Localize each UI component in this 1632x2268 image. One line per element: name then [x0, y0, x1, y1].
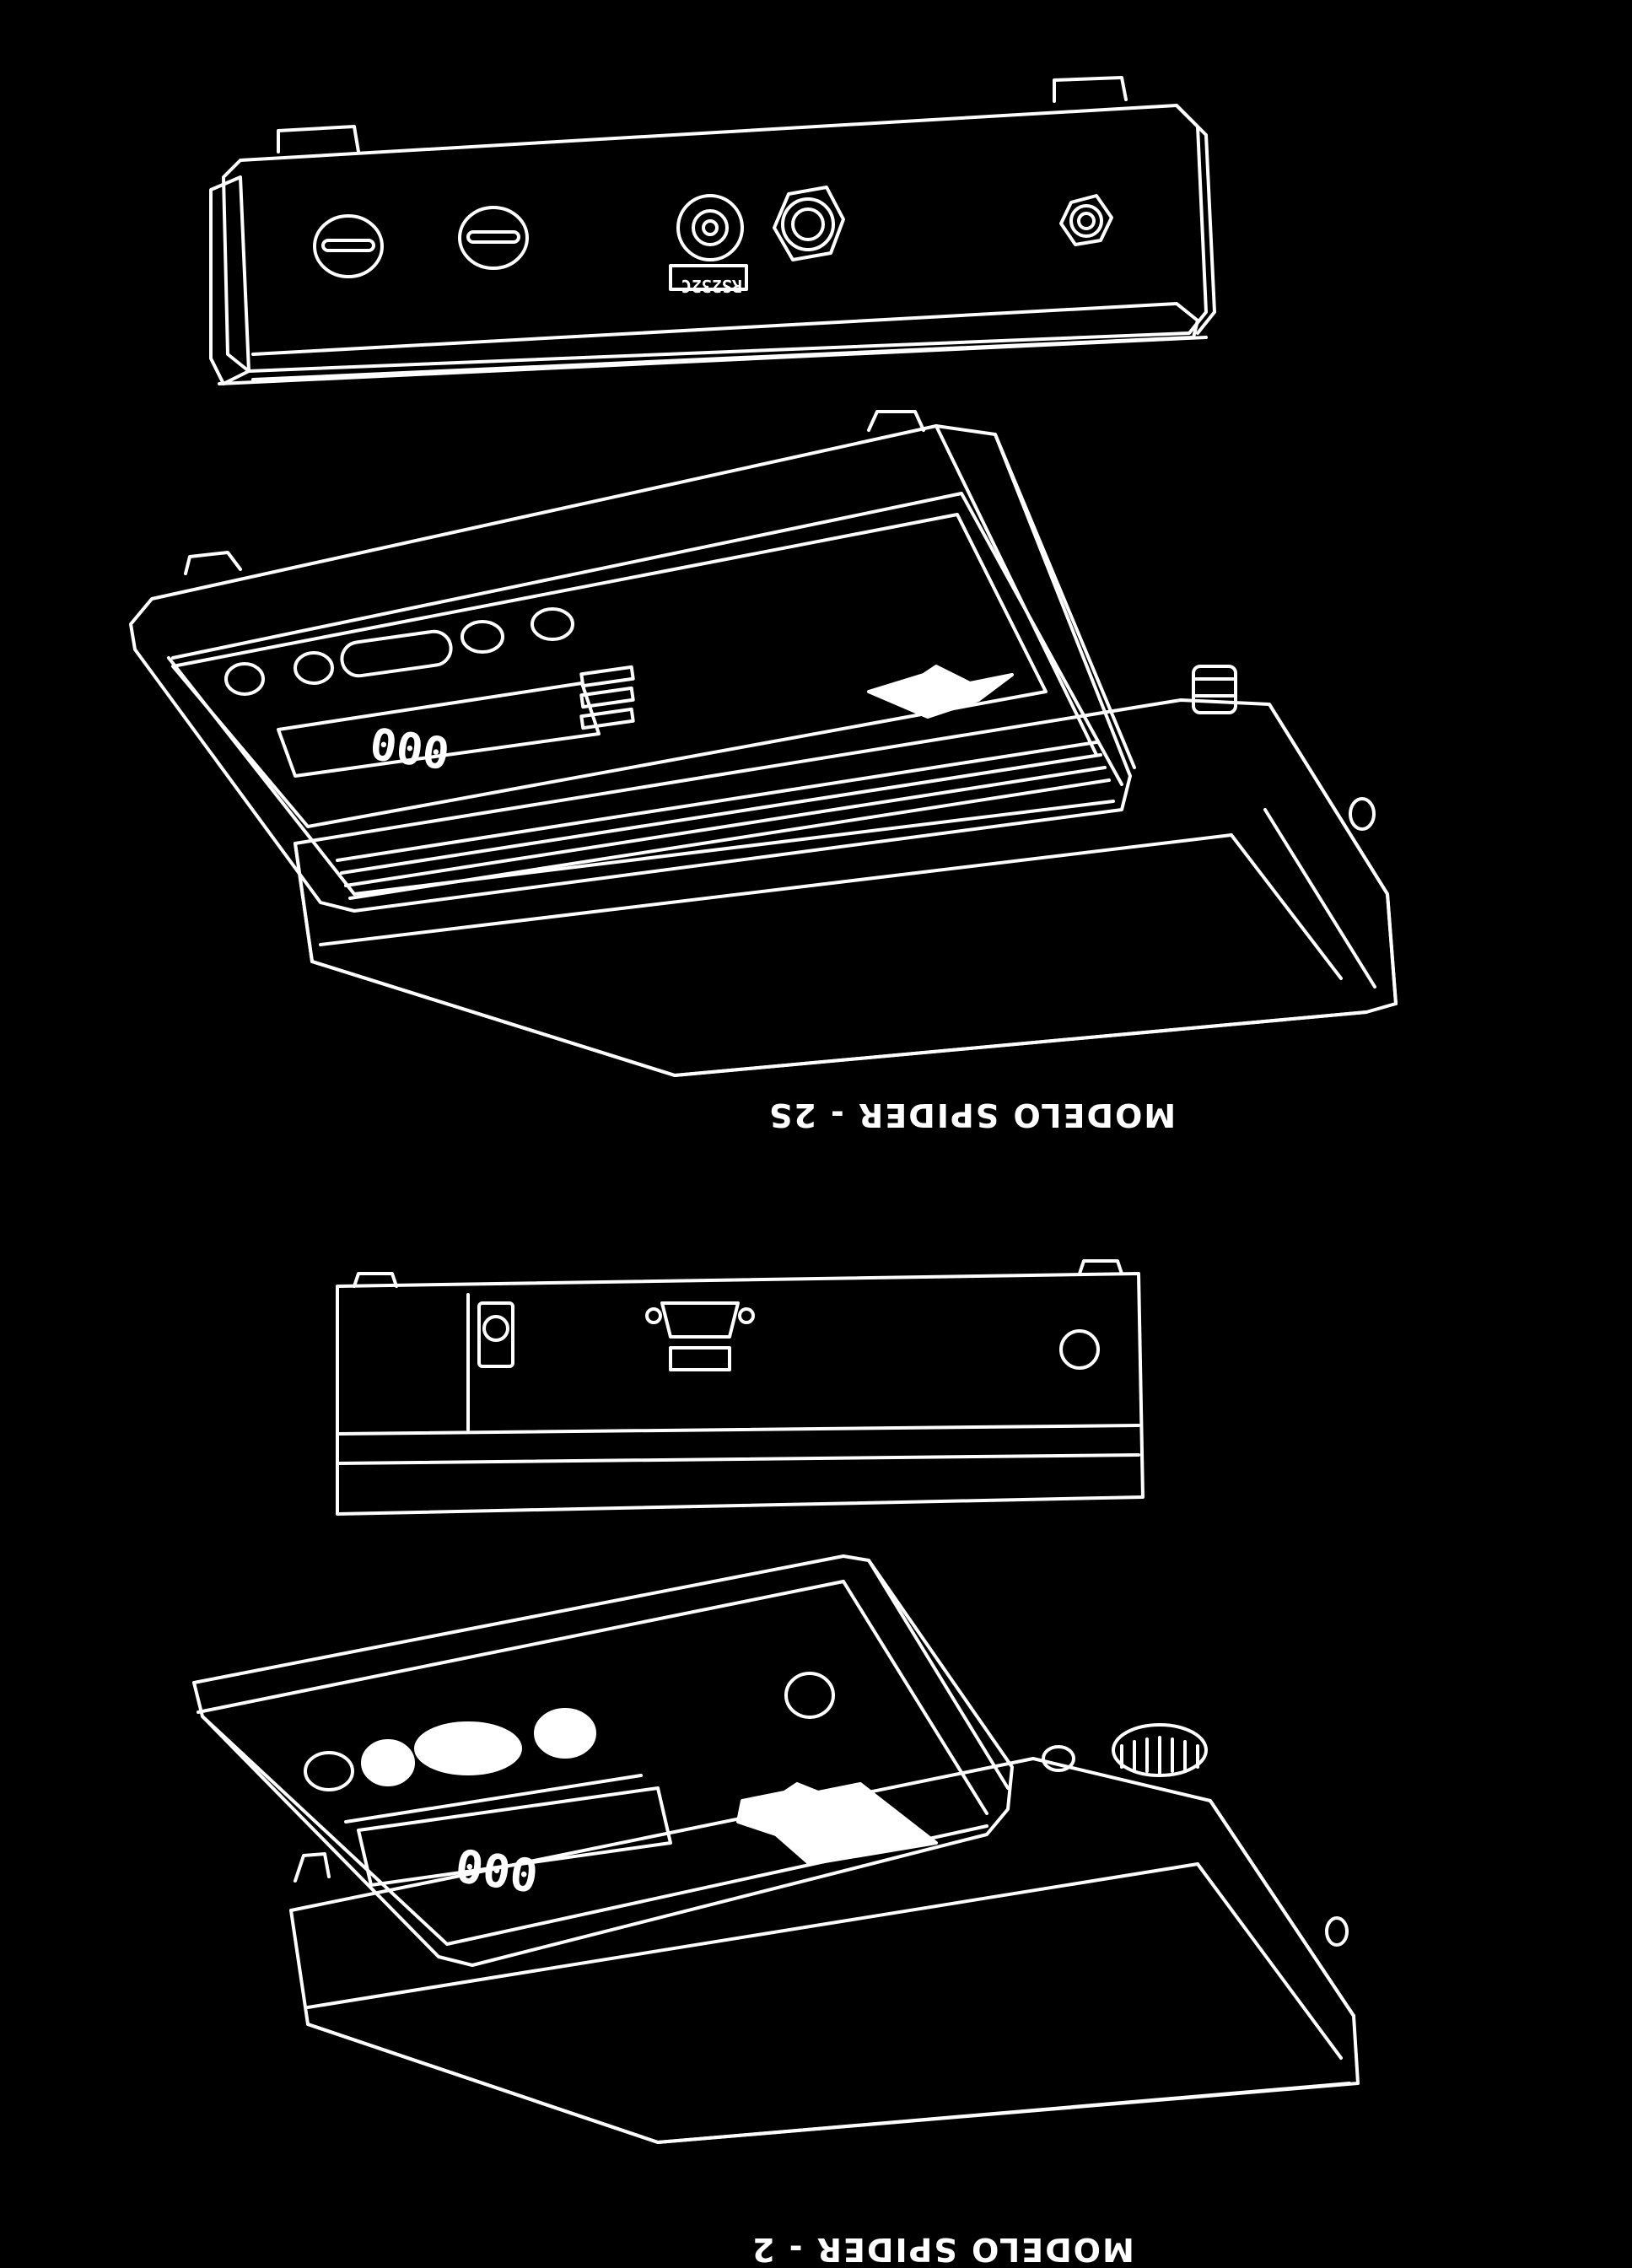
- top-display-readout: 000: [367, 716, 452, 777]
- adjustment-wheel-icon: [1042, 1723, 1208, 1777]
- bottom-display-window: [357, 1786, 672, 1887]
- button-4: [461, 620, 504, 654]
- bottom-button-5: [784, 1672, 835, 1719]
- caption-top-model: MODELO SPIDER - 2S: [768, 1096, 1177, 1134]
- top-display-window: [277, 681, 601, 778]
- serial-port-icon: [645, 1301, 755, 1371]
- rear-panel-label: RS232C: [681, 276, 742, 296]
- small-hex-connector-icon: [1059, 194, 1113, 246]
- pan-mark-icon: [867, 665, 1014, 719]
- rear-panel-label-box: [669, 264, 748, 291]
- button-1: [224, 662, 265, 696]
- bottom-button-row: [304, 1672, 835, 1791]
- bottom-button-1: [304, 1751, 354, 1791]
- fuse-holder-right-icon: [458, 206, 529, 270]
- bottom-pan-mark-icon: [736, 1782, 938, 1866]
- jack-connector-icon: [676, 194, 744, 261]
- top-button-row: [224, 607, 574, 696]
- bottom-rear-panel: [336, 1259, 1145, 1516]
- bottom-button-3: [414, 1721, 522, 1775]
- bottom-rear-knob-icon: [1059, 1329, 1100, 1370]
- side-knob-icon: [1192, 665, 1376, 831]
- top-isometric-device: [129, 410, 1398, 1077]
- bottom-button-4: [534, 1708, 596, 1759]
- bottom-display-readout: 000: [452, 1838, 541, 1902]
- button-2: [294, 651, 334, 685]
- bottom-button-2: [361, 1739, 415, 1786]
- indicator-lights: [579, 665, 635, 730]
- top-rear-panel: [209, 76, 1216, 385]
- bottom-isometric-device: [192, 1554, 1360, 2144]
- caption-bottom-model: MODELO SPIDER - 2: [751, 2231, 1134, 2268]
- hex-connector-icon: [773, 186, 845, 261]
- bottom-jack-icon: [477, 1301, 514, 1368]
- button-5: [531, 607, 574, 641]
- button-3: [340, 629, 453, 678]
- fuse-holder-left-icon: [313, 214, 384, 278]
